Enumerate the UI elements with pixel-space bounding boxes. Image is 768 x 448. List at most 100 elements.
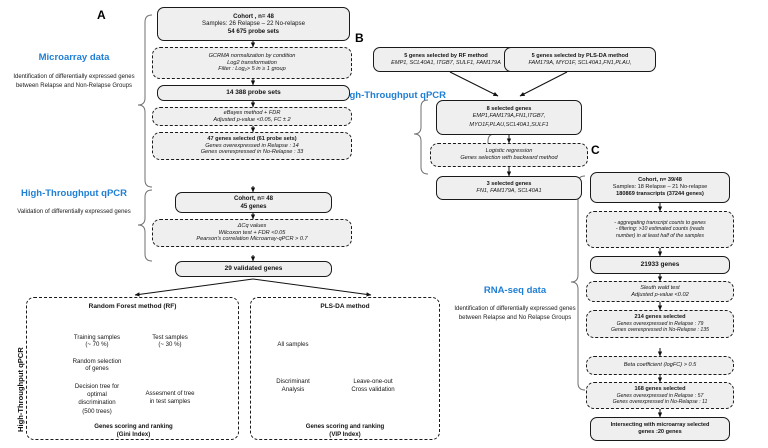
- panel-letter-b: B: [355, 31, 364, 45]
- box-plsda-method: PLS-DA method: [250, 297, 440, 440]
- rf-random-selection: Random selection of genes: [56, 358, 138, 372]
- probe-sets-line1: 14 388 probe sets: [226, 89, 281, 97]
- box-dcq-values: ΔCq values Wilcoxon test + FDR <0.05 Pea…: [152, 219, 352, 247]
- cohort-line3: 54 675 probe sets: [227, 27, 280, 35]
- c-cohort-line2: Samples: 18 Relapse – 21 No-relapse: [612, 184, 708, 191]
- rf-score-line2: (Gini Index): [116, 431, 151, 439]
- section-qpcr-validation: High-Throughput qPCR Validation of diffe…: [4, 188, 144, 217]
- genes47-line3: Genes overexpressed in No-Relapse : 33: [200, 149, 304, 156]
- c-cohort-line3: 180869 transcripts (37244 genes): [616, 190, 704, 197]
- norm-line3: Filter : Log₂> 5 in ≥ 1 group: [218, 66, 286, 73]
- plsda-discriminant-analysis: Discriminant Analysis: [262, 378, 324, 394]
- section-rnaseq-subtitle: Identification of differentially express…: [454, 306, 576, 321]
- rf-test-label: Test samples: [152, 334, 188, 341]
- c-214-line2: Genes overexpressed in Relapse : 79: [616, 321, 704, 328]
- box-214-genes-selected: 214 genes selected Genes overexpressed i…: [586, 310, 734, 338]
- genes47-line1: 47 genes selected (61 probe sets): [207, 135, 297, 142]
- box-random-forest-method: Random Forest method (RF): [26, 297, 239, 440]
- panel-letter-c: C: [591, 143, 600, 157]
- plsda-loo-line2: Cross validation: [351, 386, 395, 394]
- box-intersecting-microarray: Intersecting with microarray selected ge…: [590, 417, 730, 441]
- ebayes-line1: eBayes method + FDR: [223, 109, 281, 116]
- section-microarray-subtitle: Identification of differentially express…: [13, 74, 135, 89]
- box-validated-genes: 29 validated genes: [175, 261, 332, 277]
- rf-tree-line1: Decision tree for: [74, 383, 120, 390]
- box-3-selected-genes: 3 selected genes FN1, FAM179A, SCL40A1: [436, 176, 582, 200]
- rf-tree-line3: discrimination: [78, 399, 116, 407]
- rf-assess-line1: Assesment of tree: [145, 390, 195, 397]
- box-probe-sets: 14 388 probe sets: [157, 85, 350, 101]
- plsda-disc-line2: Analysis: [281, 386, 305, 394]
- rf-random-line1: Random selection: [72, 358, 122, 365]
- b-three-line2: FN1, FAM179A, SCL40A1: [476, 188, 542, 194]
- norm-line1: GCRMA normalization by condition: [208, 52, 296, 59]
- genes47-line2: Genes overexpressed in Relapse : 14: [205, 142, 299, 149]
- section-qpcr-b-title: High-Throughput qPCR: [339, 90, 447, 101]
- section-rnaseq-title: RNA-seq data: [483, 285, 547, 296]
- b-logistic-line2: Genes selection with backward method: [460, 155, 558, 161]
- rf-score-line1: Genes scoring and ranking: [94, 423, 173, 430]
- rf-assess-line2: in test samples: [149, 398, 191, 406]
- plsda-loo-line1: Leave-one-out: [353, 378, 393, 385]
- plsda-score-line2: (VIP Index): [329, 431, 361, 439]
- c-agg-line3: number) in at least half of the samples: [616, 232, 704, 239]
- rf-random-line2: of genes: [85, 365, 109, 372]
- b-eight-line1: 8 selected genes: [486, 105, 532, 112]
- box-rf-selected-genes: 5 genes selected by RF method EMP1, SCL4…: [373, 47, 519, 72]
- box-aggregating-filtering: - aggregating transcript counts to genes…: [586, 211, 734, 248]
- box-microarray-cohort: Cohort , n= 48 Samples: 26 Relapse – 22 …: [157, 7, 350, 41]
- b-plsda-line2: FAM179A, MYO1F, SCL40A1,FN1,PLAU,: [528, 59, 632, 66]
- plsda-score-line1: Genes scoring and ranking: [305, 423, 385, 430]
- cohort2-line1: Cohort, n= 48: [233, 195, 274, 203]
- c-21933-line1: 21933 genes: [640, 261, 680, 269]
- rf-decision-tree: Decision tree for optimal discrimination…: [56, 383, 138, 416]
- box-47-genes-selected: 47 genes selected (61 probe sets) Genes …: [152, 132, 352, 160]
- c-168-line1: 168 genes selected: [634, 385, 686, 392]
- b-rf-line2: EMP1, SCL40A1, ITGB7, SULF1, FAM179A: [391, 59, 501, 66]
- rf-tree-line2: optimal: [87, 391, 107, 399]
- plsda-cross-validation: Leave-one-out Cross validation: [335, 378, 411, 394]
- b-rf-line1: 5 genes selected by RF method: [404, 52, 488, 59]
- c-agg-line2: - filtering: >10 estimated counts (reads: [615, 226, 705, 233]
- box-ebayes: eBayes method + FDR Adjusted p-value <0.…: [152, 107, 352, 126]
- box-plsda-selected-genes: 5 genes selected by PLS-DA method FAM179…: [504, 47, 656, 72]
- b-logistic-line1: Logistic regression: [485, 148, 533, 155]
- rf-tree-line4: (500 trees): [82, 407, 112, 415]
- section-qpcr-validation-title: High-Throughput qPCR: [20, 188, 128, 199]
- cohort-line2: Samples: 26 Relapse – 22 No-relapse: [202, 20, 305, 28]
- b-three-line1: 3 selected genes: [486, 181, 532, 188]
- rf-test-pct: (~ 30 %): [158, 341, 182, 348]
- c-sleuth-line1: Sleuth wald test: [640, 284, 680, 291]
- c-cohort-line1: Cohort, n= 39/48: [638, 177, 682, 184]
- cohort2-line2: 45 genes: [240, 202, 267, 210]
- section-qpcr-b: High-Throughput qPCR: [318, 90, 468, 101]
- cohort-line1: Cohort , n= 48: [233, 12, 274, 20]
- box-rnaseq-cohort: Cohort, n= 39/48 Samples: 18 Relapse – 2…: [590, 172, 730, 203]
- box-gcrma-normalization: GCRMA normalization by condition Log2 tr…: [152, 47, 352, 79]
- c-beta-line1: Beta coefficient (logFC) > 0.5: [623, 362, 697, 369]
- section-rnaseq: RNA-seq data Identification of different…: [448, 285, 582, 322]
- panel-letter-a: A: [97, 8, 106, 22]
- plsda-title: PLS-DA method: [320, 303, 370, 310]
- box-21933-genes: 21933 genes: [590, 256, 730, 274]
- plsda-disc-line1: Discriminant: [276, 378, 310, 385]
- c-214-line3: Genes overexpressed in No-Relapse : 135: [610, 327, 710, 334]
- c-214-line1: 214 genes selected: [634, 314, 686, 321]
- c-sleuth-line2: Adjusted p-value <0.02: [631, 291, 689, 298]
- c-168-line3: Genes overexpressed in No-Relapse : 11: [612, 398, 708, 405]
- rf-test-samples: Test samples (~ 30 %): [135, 334, 205, 348]
- box-logistic-regression: Logistic regression Genes selection with…: [430, 143, 588, 167]
- b-plsda-line1: 5 genes selected by PLS-DA method: [531, 52, 629, 59]
- box-beta-coefficient: Beta coefficient (logFC) > 0.5: [586, 356, 734, 375]
- plsda-scoring: Genes scoring and ranking (VIP Index): [252, 423, 438, 439]
- b-eight-line2: EMP1,FAM179A,FN1,ITGB7,: [472, 112, 546, 119]
- section-microarray-title: Microarray data: [38, 52, 110, 63]
- b-eight-line3: MYO1F,PLAU,SCL40A1,SULF1: [469, 122, 549, 129]
- rf-scoring: Genes scoring and ranking (Gini Index): [36, 423, 231, 439]
- box-8-selected-genes: 8 selected genes EMP1,FAM179A,FN1,ITGB7,…: [436, 100, 582, 135]
- section-microarray: Microarray data Identification of differ…: [6, 52, 142, 90]
- c-agg-line1: - aggregating transcript counts to genes: [614, 219, 706, 226]
- c-168-line2: Genes overexpressed in Relapse : 57: [616, 392, 704, 399]
- c-intersect-line1: Intersecting with microarray selected: [610, 422, 710, 429]
- rf-training-pct: (~ 70 %): [85, 341, 109, 348]
